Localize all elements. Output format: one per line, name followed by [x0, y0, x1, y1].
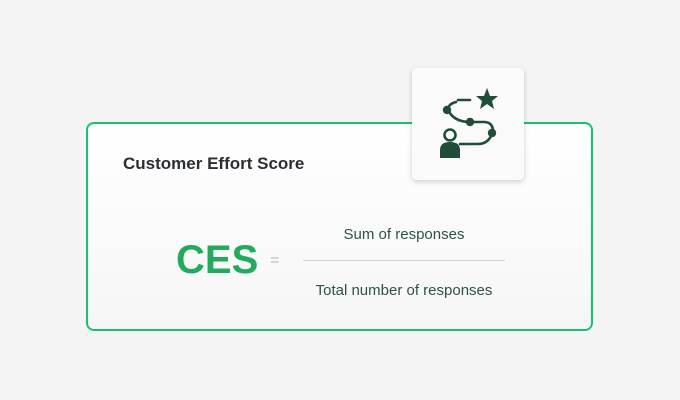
card-title: Customer Effort Score	[123, 154, 305, 173]
formula-lhs: CES	[176, 238, 259, 282]
icon-box	[412, 68, 524, 180]
formula-denominator: Total number of responses	[315, 282, 493, 299]
formula-equals: =	[270, 252, 280, 269]
customer-journey-icon	[440, 88, 498, 158]
fraction-line	[303, 260, 505, 261]
formula-numerator: Sum of responses	[343, 226, 465, 243]
